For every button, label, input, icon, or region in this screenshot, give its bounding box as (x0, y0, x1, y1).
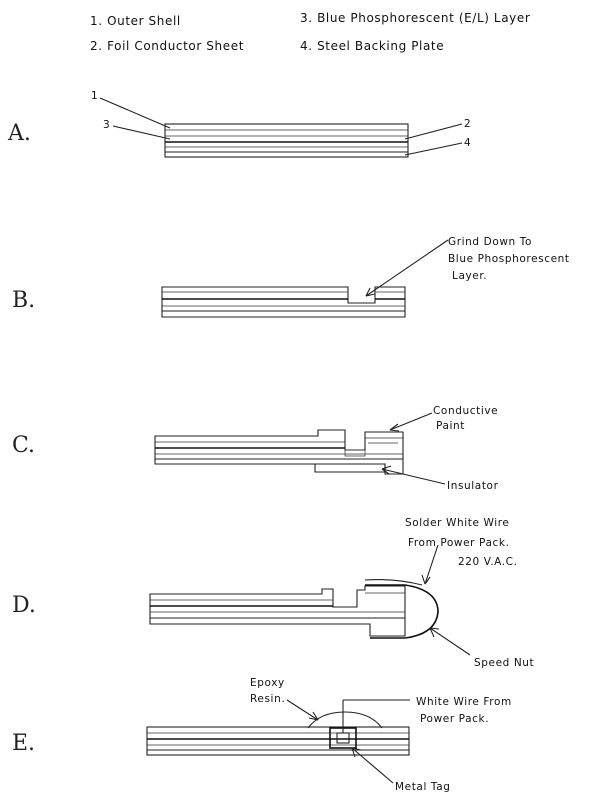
stage-a-leader-3 (112, 125, 171, 140)
stage-c-panel-outline (154, 429, 404, 475)
stage-c-note-insulator: Insulator (447, 480, 499, 492)
stage-e-note-epoxy-line1: Epoxy (250, 677, 285, 689)
stage-b-note-line3: Layer. (452, 270, 487, 282)
stage-b-arrow (365, 239, 449, 297)
stage-d-panel-outline (149, 585, 406, 637)
stage-d-speed-nut-arrowhead (429, 627, 440, 638)
stage-e-note-tag: Metal Tag (395, 781, 451, 793)
stage-d-speed-nut (365, 584, 439, 639)
stage-a-leader-1 (99, 97, 171, 129)
stage-e-tag-leader (351, 747, 394, 784)
stage-d-solder-arrowhead (421, 574, 431, 585)
stage-e-letter: E. (12, 731, 35, 756)
stage-c-note-paint-line1: Conductive (433, 405, 498, 417)
stage-e-panel-outline (146, 726, 410, 756)
stage-c-paint-leader (389, 412, 433, 431)
stage-e-epoxy-leader (286, 699, 319, 721)
stage-b: B. Grind Down To Blue Phosphorescent Lay… (12, 236, 570, 318)
stage-a-panel-outline (164, 123, 409, 158)
stage-e-tag-inner (336, 732, 350, 744)
stage-a-callout-4: 4 (464, 137, 471, 149)
stage-b-arrowhead (365, 287, 376, 297)
legend-item-3: 3. Blue Phosphorescent (E/L) Layer (300, 11, 530, 25)
stage-e: E. Epoxy Resin. White Wire From Power Pa… (12, 677, 512, 793)
stage-c-insulator-leader (381, 468, 446, 485)
legend-item-1: 1. Outer Shell (90, 14, 181, 28)
legend: 1. Outer Shell 2. Foil Conductor Sheet 3… (90, 11, 530, 53)
stage-e-tag-arrowhead (351, 747, 362, 758)
legend-item-4: 4. Steel Backing Plate (300, 39, 444, 53)
stage-a-letter: A. (7, 121, 31, 146)
stage-b-note-line1: Grind Down To (448, 236, 532, 248)
stage-a-callout-1: 1 (91, 90, 98, 102)
legend-item-2: 2. Foil Conductor Sheet (90, 39, 244, 53)
stage-c-paint-fill (344, 449, 366, 457)
stage-d-letter: D. (12, 593, 36, 618)
stage-d-note-solder-line2: From Power Pack. (408, 537, 510, 549)
stage-d-solder-leader (424, 544, 439, 585)
stage-c: C. Conductive Paint Insulator (12, 405, 499, 492)
stage-d: D. Solder White Wire From Power Pack. 22… (12, 517, 534, 669)
stage-d-note-solder-line1: Solder White Wire (405, 517, 509, 529)
stage-a: A. 1 3 2 4 (7, 90, 471, 158)
stage-c-paint-arrowhead (389, 423, 400, 432)
stage-d-note-speed-nut: Speed Nut (474, 657, 534, 669)
stage-e-epoxy-arrowhead (308, 711, 319, 721)
stage-d-white-wire (364, 579, 423, 586)
stage-e-note-epoxy-line2: Resin. (250, 693, 285, 705)
stage-b-letter: B. (12, 288, 35, 313)
stage-a-callout-3: 3 (103, 119, 110, 131)
stage-a-leader-4 (404, 142, 463, 156)
stage-c-insulator-strip (314, 463, 386, 473)
stage-c-note-paint-line2: Paint (436, 420, 465, 432)
stage-e-epoxy-dome (307, 711, 383, 729)
stage-c-insulator-arrowhead (381, 465, 392, 475)
stage-b-note-line2: Blue Phosphorescent (448, 253, 570, 265)
stage-e-note-wire-line1: White Wire From (416, 696, 512, 708)
stage-d-speed-nut-leader (429, 627, 471, 656)
stage-e-note-wire-line2: Power Pack. (420, 713, 489, 725)
stage-d-note-solder-line3: 220 V.A.C. (458, 556, 518, 568)
stage-a-callout-2: 2 (464, 118, 471, 130)
stage-c-letter: C. (12, 433, 35, 458)
stage-a-leader-2 (404, 123, 463, 140)
